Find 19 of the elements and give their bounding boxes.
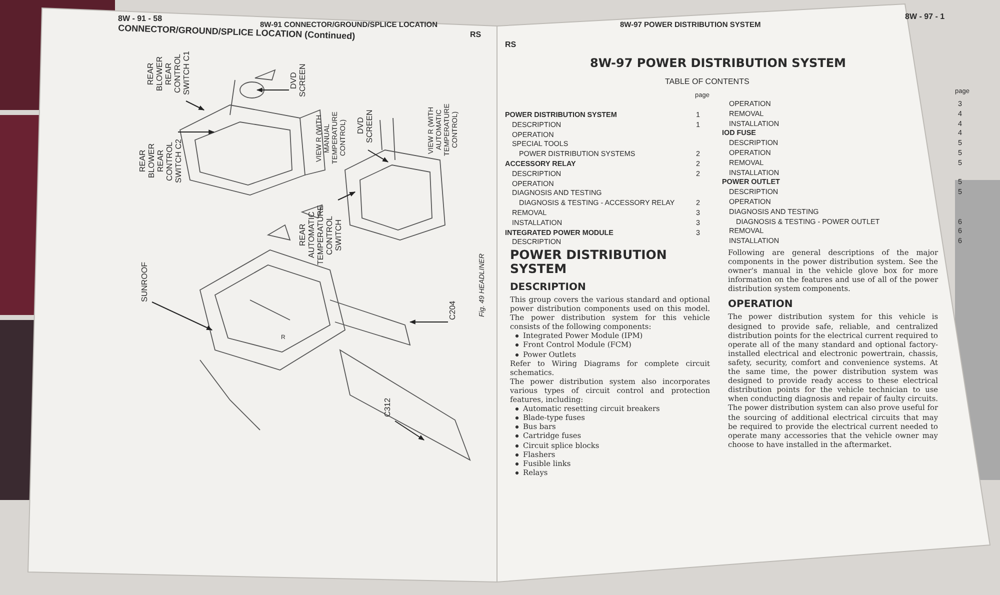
- page-number: 8W - 97 - 1: [905, 12, 945, 21]
- leader-line: [338, 192, 356, 200]
- running-header: RS: [470, 30, 482, 39]
- page-title: 8W-97 POWER DISTRIBUTION SYSTEM: [590, 56, 846, 70]
- leader-line: [186, 100, 205, 110]
- section-title: POWER DISTRIBUTION SYSTEM: [510, 248, 668, 276]
- leader-line: [394, 420, 424, 440]
- leader-line: [409, 320, 448, 324]
- toc-heading: TABLE OF CONTENTS: [665, 77, 750, 86]
- callout-label: SUNROOF: [140, 262, 152, 302]
- section-heading: DESCRIPTION: [510, 282, 587, 293]
- leader-line: [368, 150, 389, 162]
- callout-label: C204: [448, 298, 460, 323]
- running-header: RS: [505, 40, 516, 49]
- leader-line: [152, 302, 213, 330]
- callout-label: C312: [383, 393, 395, 421]
- section-heading: OPERATION: [728, 299, 794, 310]
- page-number: 8W - 91 - 58: [118, 14, 162, 23]
- leader-line: [256, 88, 290, 92]
